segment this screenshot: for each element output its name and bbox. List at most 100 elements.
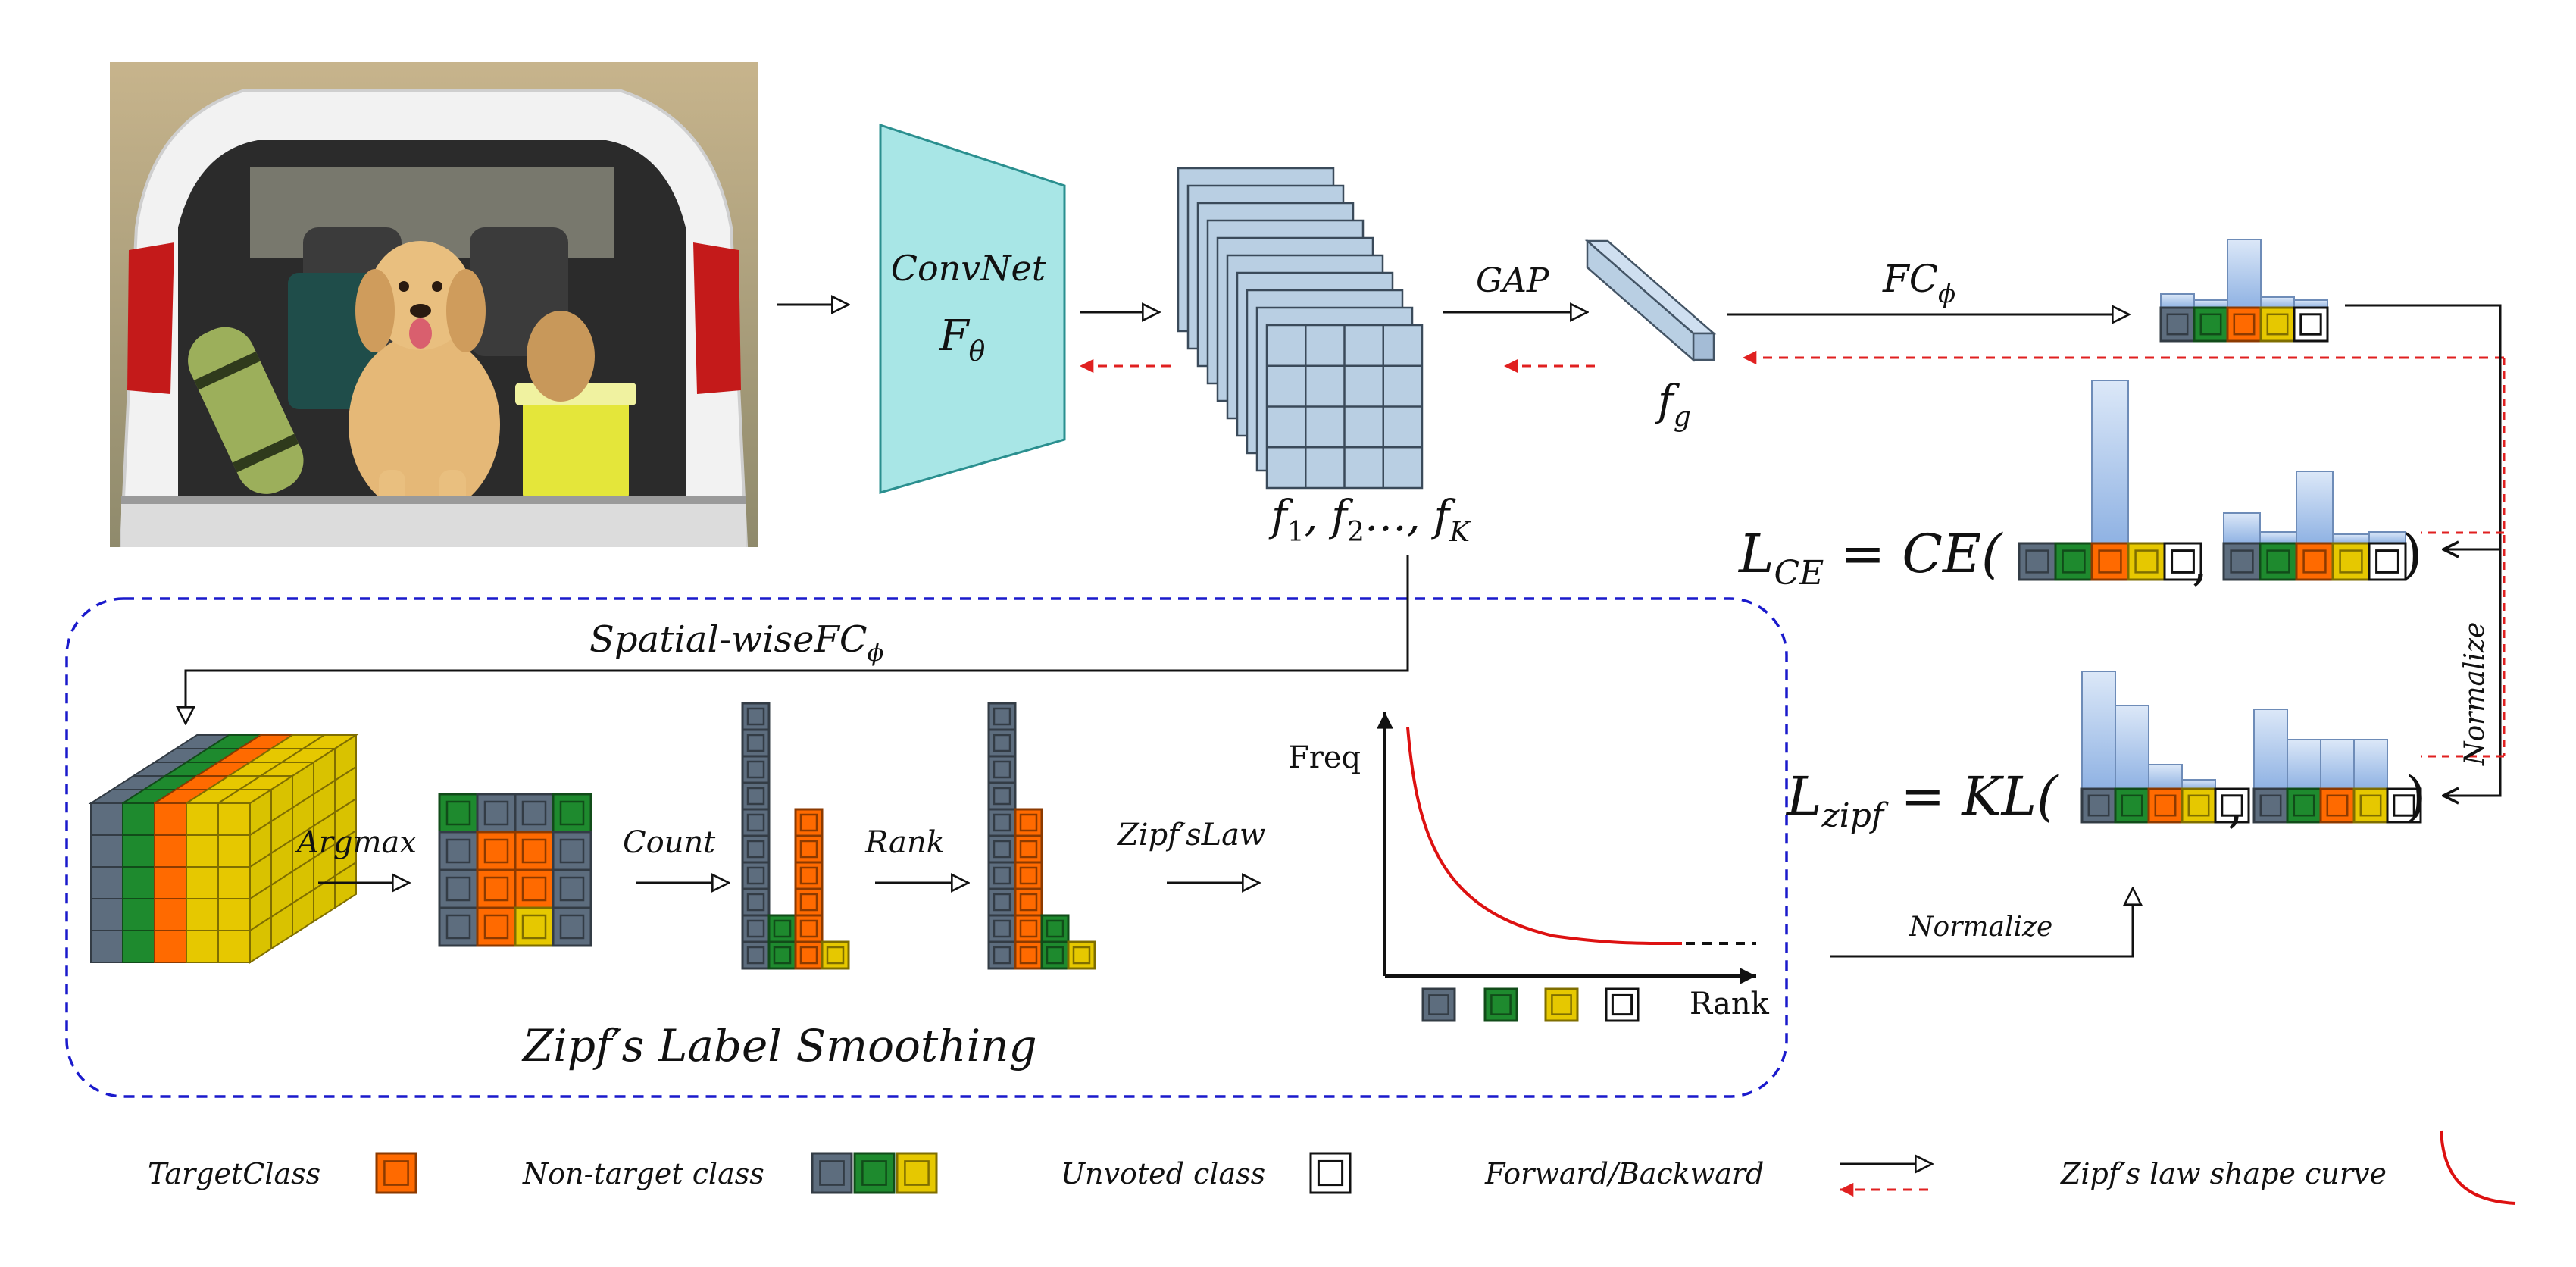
argmax-cell — [476, 868, 517, 909]
arrow-normalize-bottom — [1830, 888, 2133, 958]
argmax-label-grid — [438, 793, 592, 947]
convnet-name: ConvNet — [891, 248, 1046, 289]
stack-cell — [1014, 808, 1043, 837]
histogram-bar — [2148, 764, 2183, 790]
cube-front-cell — [90, 834, 123, 868]
class-square-yellow — [2127, 542, 2166, 581]
zipf-plot-ylabel: Freq — [1288, 740, 1361, 775]
ce-onehot-histogram — [2018, 380, 2202, 581]
stack-cell — [987, 861, 1017, 890]
argmax-cell — [552, 868, 592, 909]
class-square-yellow — [2259, 306, 2296, 343]
connector-spatial-wise-fc — [186, 555, 1409, 724]
stack-cell — [1014, 940, 1043, 970]
loss-zipf-close: ) — [2406, 765, 2426, 827]
cube-front-cell — [217, 802, 251, 836]
zipf-law-label: Zipf′sLaw — [1116, 818, 1265, 852]
histogram-bar — [2287, 739, 2321, 790]
cube-front-cell — [154, 802, 187, 836]
cube-front-cell — [90, 930, 123, 963]
class-square-gray — [2252, 787, 2289, 824]
dog-in-car-trunk-photo — [110, 62, 758, 547]
spatial-prediction-cube — [88, 734, 359, 964]
argmax-cell — [476, 831, 517, 871]
stack-cell — [741, 940, 771, 970]
stack-cell — [741, 781, 771, 811]
class-square-gray — [2080, 787, 2117, 824]
class-square-orange — [2319, 787, 2356, 824]
cube-front-cell — [154, 930, 187, 963]
cube-front-cell — [122, 930, 155, 963]
cube-front-cell — [90, 802, 123, 836]
cube-front-cell — [217, 866, 251, 899]
stack-cell — [741, 834, 771, 864]
fg-vector-bar — [1584, 239, 1717, 362]
histogram-bar — [2259, 531, 2297, 544]
class-square-unvoted — [2386, 787, 2422, 824]
zipf-plot-class-square — [1544, 987, 1579, 1022]
section-title: Zipf′s Label Smoothing — [521, 1020, 1037, 1071]
histogram-bar — [2368, 531, 2406, 544]
ce-prediction-histogram — [2222, 471, 2407, 581]
cube-front-cell — [186, 930, 219, 963]
legend-unvoted-swatch — [1309, 1152, 1352, 1194]
argmax-cell — [552, 793, 592, 834]
argmax-cell — [552, 831, 592, 871]
cube-front-cell — [217, 930, 251, 963]
class-square-unvoted — [2214, 787, 2250, 824]
cube-front-cell — [186, 866, 219, 899]
cube-front-cell — [186, 898, 219, 931]
argmax-cell — [476, 906, 517, 947]
convnet-block: ConvNet Fθ — [879, 123, 1066, 494]
argmax-cell — [438, 868, 479, 909]
stack-cell — [794, 940, 824, 970]
legend-unvoted-square — [1309, 1152, 1352, 1194]
zipf-plot-class-square — [1605, 987, 1640, 1022]
features-label: f1, f2…, fK — [1268, 492, 1471, 548]
stack-cell — [821, 940, 850, 970]
stack-cell — [741, 808, 771, 837]
cube-front-cell — [122, 898, 155, 931]
zipf-plot-xlabel: Rank — [1690, 987, 1770, 1021]
histogram-bar — [2260, 296, 2295, 308]
argmax-cell — [438, 906, 479, 947]
stack-cell — [741, 755, 771, 784]
cube-side-cell — [334, 861, 357, 909]
legend-zipf-curve-icon — [2440, 1130, 2516, 1205]
rank-label: Rank — [864, 825, 945, 860]
class-square-orange — [2090, 542, 2130, 581]
fc-label: FCϕ — [1882, 257, 1955, 309]
zipf-plot-class-square — [1483, 987, 1518, 1022]
legend-unvoted-label: Unvoted class — [1061, 1157, 1265, 1190]
class-square-orange — [2295, 542, 2334, 581]
histogram-bar — [2332, 533, 2370, 544]
legend-target-swatch — [375, 1152, 417, 1194]
zipf-curve — [1406, 727, 1668, 945]
class-square-yellow — [2331, 542, 2371, 581]
argmax-cell — [552, 906, 592, 947]
loss-zipf-comma: , — [2227, 776, 2243, 834]
stack-cell — [794, 834, 824, 864]
spatial-wise-fc-label: Spatial-wiseFCϕ — [589, 618, 884, 667]
ranked-histogram — [987, 702, 1096, 970]
zipf-plot: Freq Rank — [1288, 712, 1770, 1022]
stack-cell — [741, 702, 771, 731]
stack-cell — [987, 728, 1017, 758]
argmax-cell — [514, 868, 555, 909]
zipf-plot-class-square — [1421, 987, 1456, 1022]
stack-cell — [1067, 940, 1096, 970]
stack-cell — [1040, 914, 1070, 943]
class-square-yellow — [2352, 787, 2389, 824]
histogram-bar — [2353, 739, 2388, 790]
cube-front-cell — [122, 866, 155, 899]
histogram-bar — [2181, 779, 2216, 790]
histogram-bar — [2227, 239, 2262, 308]
class-square-unvoted — [2368, 542, 2407, 581]
argmax-cell — [438, 793, 479, 834]
stack-cell — [1040, 940, 1070, 970]
cube-front-cell — [122, 834, 155, 868]
stack-cell — [1014, 834, 1043, 864]
class-square-green — [2193, 306, 2229, 343]
legend: TargetClass Non-target class Unvoted cla… — [148, 1130, 2516, 1205]
